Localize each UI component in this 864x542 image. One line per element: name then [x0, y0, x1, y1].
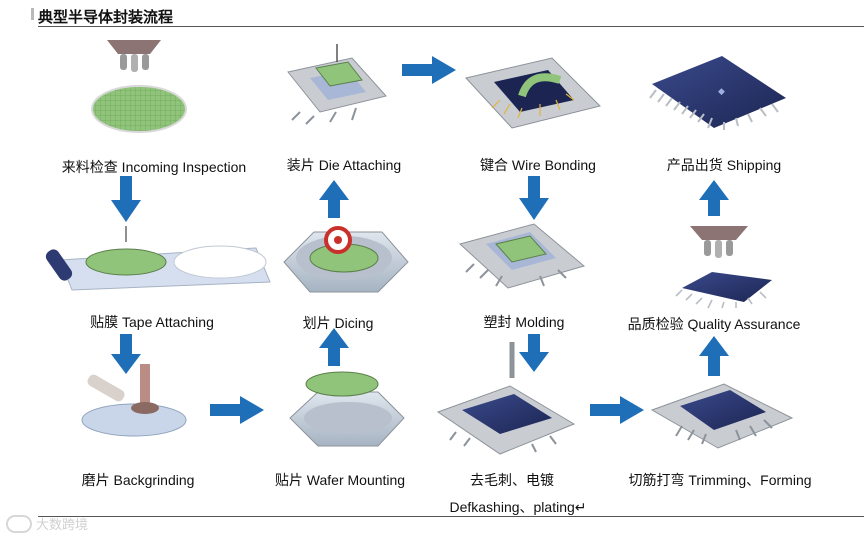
arrow-right-1 [402, 56, 456, 84]
step-label-qa: 品质检验 Quality Assurance [627, 316, 801, 332]
step-label-wire-bond: 键合 Wire Bonding [480, 157, 596, 173]
step-label-molding: 塑封 Molding [483, 314, 565, 330]
die-attach-illustration [287, 44, 387, 125]
deflash-plating-illustration [436, 342, 576, 455]
backgrinding-illustration [81, 364, 187, 437]
arrow-up-3 [699, 180, 729, 216]
page-title: 典型半导体封装流程 [38, 9, 174, 26]
arrow-down-3 [519, 176, 549, 220]
arrow-right-2 [210, 396, 264, 424]
title-marker [31, 8, 34, 20]
step-label-backgrind: 磨片 Backgrinding [81, 472, 195, 488]
trim-form-illustration [650, 383, 794, 449]
arrow-down-2 [111, 334, 141, 374]
watermark-logo-icon [6, 514, 32, 533]
watermark-text: 大数跨境 [36, 517, 89, 532]
arrow-right-3 [590, 396, 644, 424]
wire-bonding-illustration [465, 57, 601, 129]
wafer-mounting-illustration [289, 371, 405, 447]
step-label-deflash: 去毛刺、电镀 [470, 472, 554, 488]
tape-attaching-illustration [45, 226, 271, 291]
qa-suction-illustration [690, 226, 748, 258]
arrow-down-1 [111, 176, 141, 222]
watermark: 大数跨境 [6, 514, 88, 533]
step-label-incoming: 来料检查 Incoming Inspection [61, 159, 247, 175]
bottom-divider [38, 516, 864, 517]
qa-chip-illustration [675, 272, 772, 309]
wafer-illustration [91, 85, 187, 133]
arrow-up-1 [319, 180, 349, 218]
step-label-trim: 切筋打弯 Trimming、Forming [628, 472, 812, 488]
svg-text:◆: ◆ [718, 87, 725, 97]
step-label-tape: 贴膜 Tape Attaching [90, 314, 214, 330]
step-label-die-attach: 装片 Die Attaching [286, 157, 402, 173]
step-label-dicing: 划片 Dicing [302, 315, 374, 331]
suction-head-illustration [107, 40, 161, 72]
arrow-up-2 [319, 328, 349, 366]
qfp-chip-illustration: ◆ [649, 56, 786, 130]
step-label-mounting: 贴片 Wafer Mounting [274, 472, 406, 488]
top-divider [38, 26, 864, 27]
arrow-up-4 [699, 336, 729, 376]
step-label-deflash-en: Defkashing、plating↵ [449, 499, 587, 515]
dicing-illustration [283, 226, 409, 293]
step-label-shipping: 产品出货 Shipping [666, 157, 782, 173]
arrow-down-4 [519, 334, 549, 372]
molding-illustration [458, 223, 586, 289]
